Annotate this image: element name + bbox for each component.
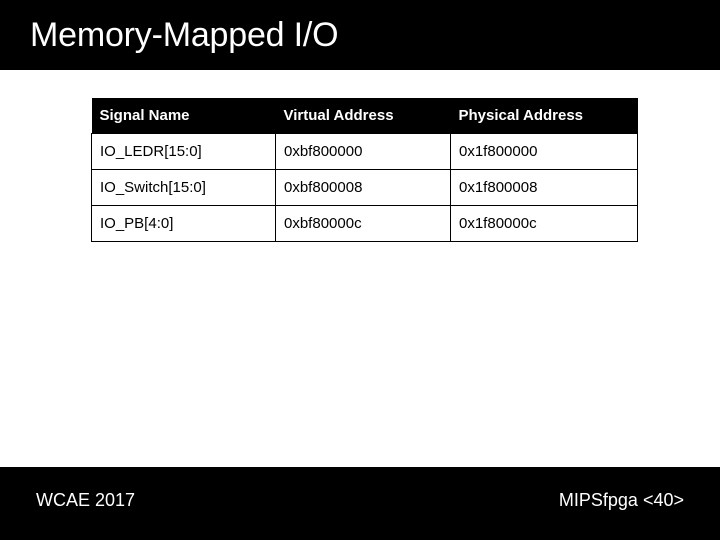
title-bar: Memory-Mapped I/O — [0, 0, 720, 70]
table-row: IO_Switch[15:0] 0xbf800008 0x1f800008 — [91, 169, 638, 206]
table-header-row: Signal Name Virtual Address Physical Add… — [91, 98, 638, 134]
cell-physical-address: 0x1f800000 — [450, 133, 638, 170]
cell-virtual-address: 0xbf80000c — [275, 205, 451, 242]
footer-conference-label: WCAE 2017 — [36, 490, 136, 510]
cell-physical-address: 0x1f800008 — [450, 169, 638, 206]
column-header-physical-address: Physical Address — [450, 98, 638, 134]
cell-physical-address: 0x1f80000c — [450, 205, 638, 242]
column-header-signal-name: Signal Name — [91, 98, 276, 134]
column-header-virtual-address: Virtual Address — [275, 98, 451, 134]
page-title: Memory-Mapped I/O — [30, 16, 339, 54]
cell-signal-name: IO_LEDR[15:0] — [91, 133, 276, 170]
footer-slide-label: MIPSfpga <40> — [558, 490, 684, 510]
cell-signal-name: IO_PB[4:0] — [91, 205, 276, 242]
memory-mapped-io-table: Signal Name Virtual Address Physical Add… — [91, 98, 638, 242]
table-row: IO_PB[4:0] 0xbf80000c 0x1f80000c — [91, 205, 638, 242]
cell-signal-name: IO_Switch[15:0] — [91, 169, 276, 206]
cell-virtual-address: 0xbf800008 — [275, 169, 451, 206]
table-row: IO_LEDR[15:0] 0xbf800000 0x1f800000 — [91, 133, 638, 170]
footer-bar: WCAE 2017 MIPSfpga <40> — [0, 467, 720, 540]
cell-virtual-address: 0xbf800000 — [275, 133, 451, 170]
